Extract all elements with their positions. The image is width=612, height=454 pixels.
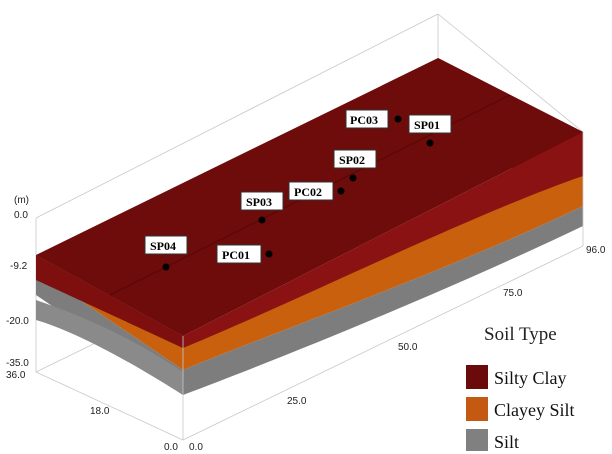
x-tick: 25.0 [287, 396, 307, 407]
depth-tick: -20.0 [6, 316, 29, 327]
depth-unit-label: (m) [14, 195, 29, 206]
depth-tick: 0.0 [14, 210, 28, 221]
borehole-label: PC03 [350, 113, 378, 127]
boreholes: PC03 SP01 SP02 PC02 SP03 SP04 [144, 109, 452, 271]
borehole-sp01: SP01 [408, 114, 452, 147]
borehole-sp02: SP02 [333, 149, 377, 182]
depth-axis: (m) 0.0 -9.2 -20.0 -35.0 [6, 195, 29, 369]
legend-swatch-silt [466, 429, 488, 451]
bounding-box-front [35, 132, 584, 441]
legend-title: Soil Type [484, 324, 557, 345]
borehole-pc01: PC01 [216, 244, 273, 264]
borehole-label: SP02 [339, 153, 365, 167]
borehole-label: PC01 [222, 248, 250, 262]
y-tick: 18.0 [90, 406, 110, 417]
depth-tick: -9.2 [10, 261, 28, 272]
silt-layer-left [36, 300, 183, 395]
x-tick: 96.0 [586, 245, 606, 256]
borehole-dot [265, 250, 273, 258]
borehole-dot [162, 263, 170, 271]
legend-label-silt: Silt [494, 432, 519, 452]
legend: Soil Type Silty Clay Clayey Silt Silt [466, 324, 575, 452]
x-tick: 75.0 [503, 288, 523, 299]
y-tick: 0.0 [164, 442, 178, 453]
silty-clay-left-face [36, 255, 183, 348]
borehole-dot [394, 115, 402, 123]
y-axis: 36.0 18.0 0.0 [6, 370, 178, 453]
legend-swatch-silty-clay [466, 365, 488, 389]
borehole-label: SP03 [246, 195, 272, 209]
borehole-sp04: SP04 [144, 235, 188, 271]
legend-label-clayey-silt: Clayey Silt [494, 400, 575, 420]
borehole-sp03: SP03 [240, 191, 284, 224]
borehole-dot [349, 174, 357, 182]
borehole-label: PC02 [294, 185, 322, 199]
x-tick: 0.0 [189, 442, 203, 453]
x-axis: 0.0 25.0 50.0 75.0 96.0 [189, 245, 606, 453]
x-tick: 50.0 [398, 342, 418, 353]
borehole-dot [337, 187, 345, 195]
depth-tick: -35.0 [6, 358, 29, 369]
legend-label-silty-clay: Silty Clay [494, 368, 567, 388]
legend-swatch-clayey-silt [466, 397, 488, 421]
borehole-dot [258, 216, 266, 224]
borehole-label: SP01 [414, 118, 440, 132]
y-tick: 36.0 [6, 370, 26, 381]
borehole-label: SP04 [150, 239, 176, 253]
borehole-pc03: PC03 [345, 109, 402, 129]
borehole-pc02: PC02 [288, 181, 345, 201]
borehole-dot [426, 139, 434, 147]
